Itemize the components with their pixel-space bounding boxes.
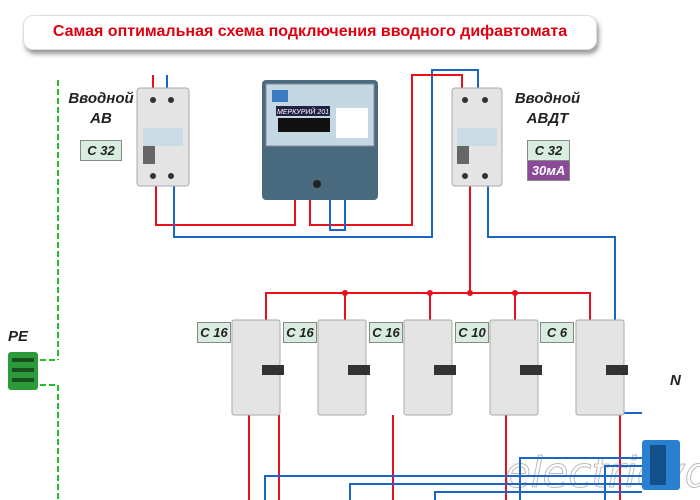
branch-rating-3: C 16	[369, 322, 403, 343]
meter-brand: МЕРКУРИЙ 201	[277, 107, 329, 116]
branch-rating-4: C 10	[455, 322, 489, 343]
ab-rating: C 32	[80, 140, 122, 161]
neutral-bus	[642, 440, 680, 490]
input-breaker	[136, 87, 190, 187]
branch-rating-5: C 6	[540, 322, 574, 343]
phase-wire-ab-to-meter	[155, 185, 296, 226]
pe-label: PE	[8, 328, 29, 345]
n-label: N	[670, 372, 681, 389]
branch-rating-1: C 16	[197, 322, 231, 343]
neutral-wire	[173, 69, 479, 238]
ab-label-2: АВ	[90, 110, 112, 127]
electricity-meter: МЕРКУРИЙ 201	[262, 80, 378, 200]
page-title: Самая оптимальная схема подключения ввод…	[52, 23, 568, 40]
rcbo-leakage: 30мА	[527, 160, 570, 181]
branch-rating-2: C 16	[283, 322, 317, 343]
ab-label-1: Вводной	[68, 90, 134, 107]
phase-wire-meter-to-rcbo	[309, 74, 463, 226]
title-box: Самая оптимальная схема подключения ввод…	[23, 15, 597, 50]
input-rcbo	[451, 87, 503, 187]
rcbo-label-1: Вводной	[514, 90, 581, 107]
branch-breakers	[231, 319, 625, 416]
pe-bus	[8, 352, 38, 390]
rcbo-rating: C 32	[527, 140, 570, 161]
rcbo-label-2: АВДТ	[526, 110, 569, 127]
phase-busbar	[265, 292, 591, 320]
